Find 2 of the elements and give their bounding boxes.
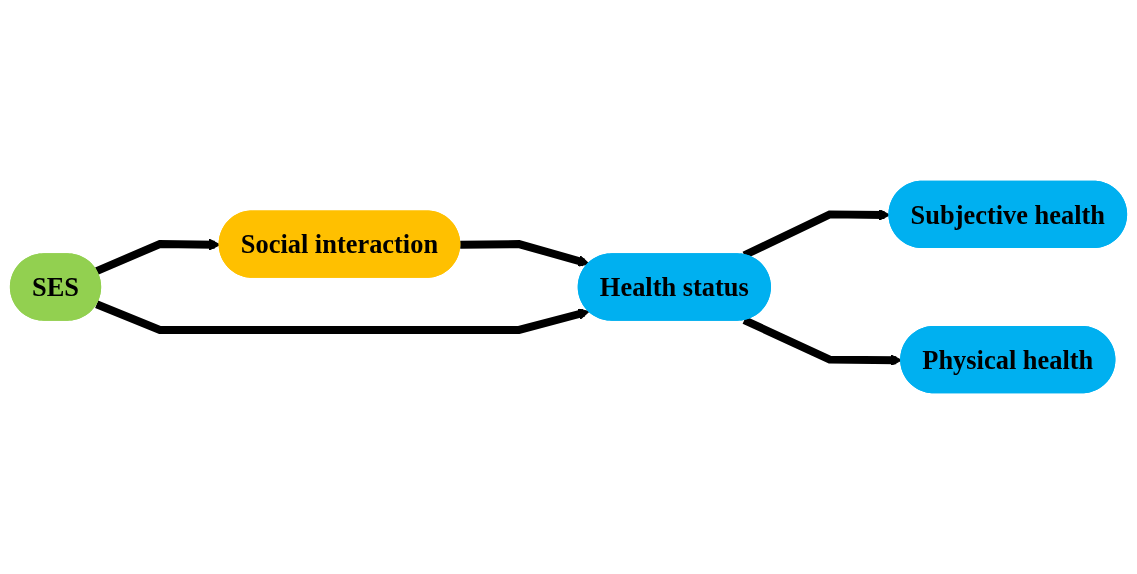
arrow: [460, 240, 590, 267]
arrow: [95, 300, 590, 334]
